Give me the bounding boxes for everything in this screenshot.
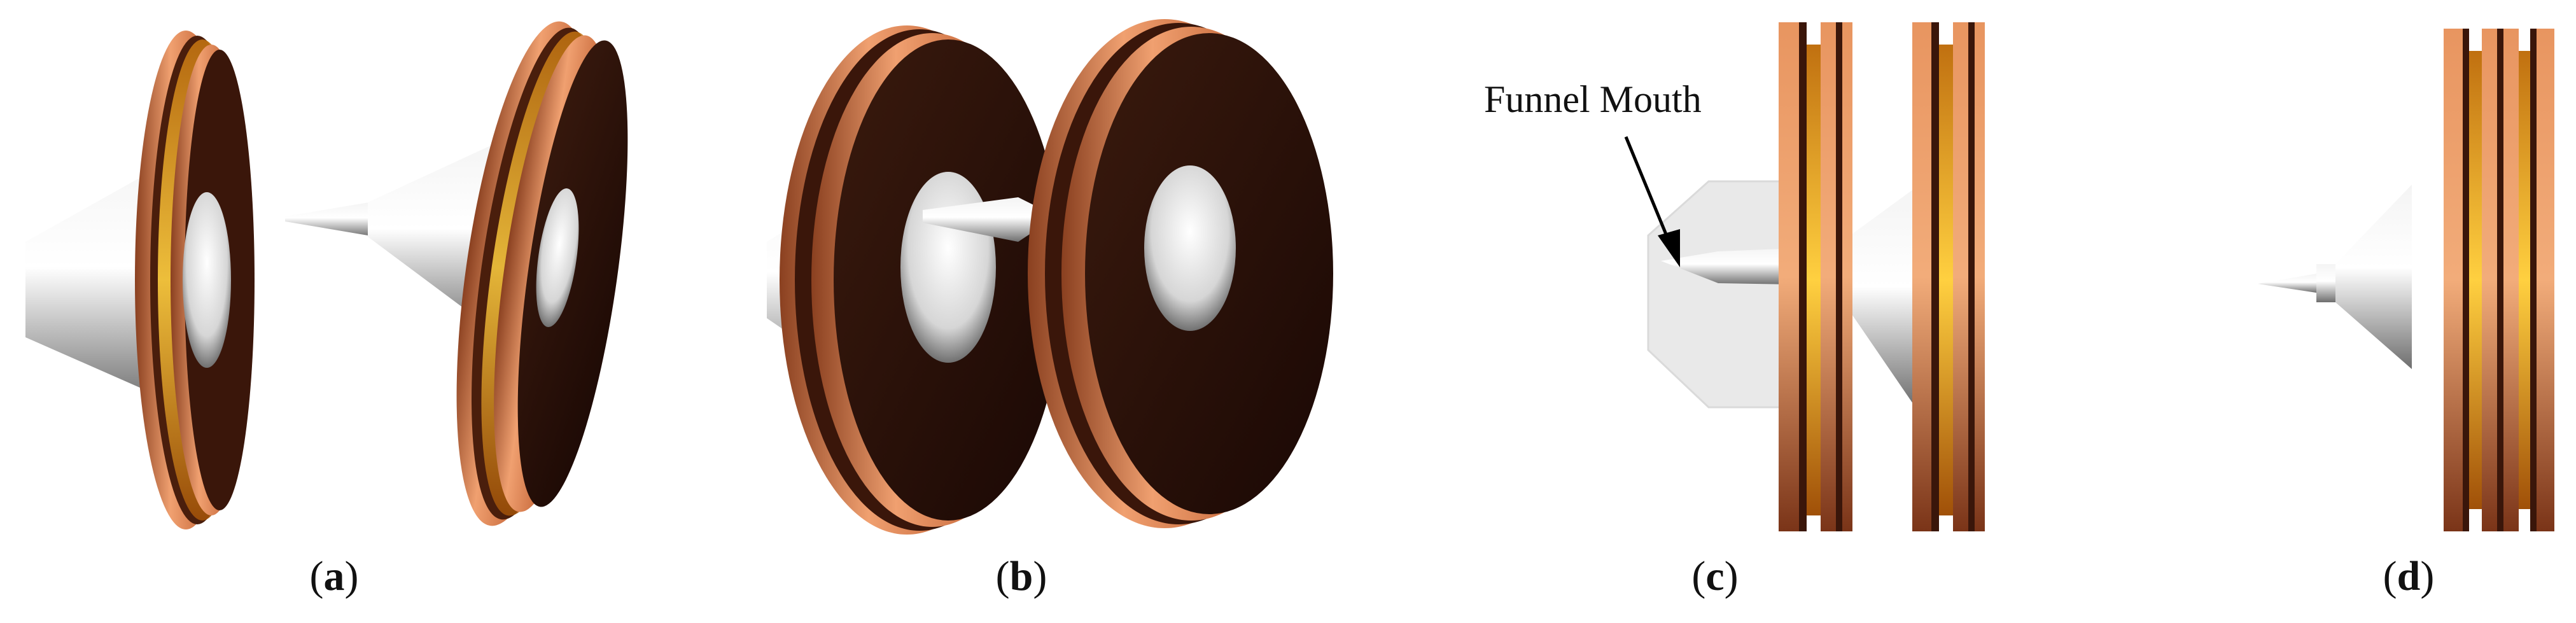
- panel-d-tip: [2258, 274, 2316, 293]
- panel-b-illustration: [767, 19, 1333, 535]
- panel-label-c: (c): [1691, 553, 1739, 599]
- panel-label-d: (d): [2383, 553, 2435, 599]
- panel-d-illustration: [2258, 29, 2554, 531]
- panel-label-b: (b): [995, 553, 1047, 599]
- panel-b-right-disk: [1028, 19, 1333, 528]
- panel-c-left-disk: [1779, 22, 1852, 531]
- panel-b-left-disk: [780, 25, 1063, 535]
- panel-label-a: (a): [309, 553, 359, 599]
- panel-a-right-bore: [536, 188, 579, 328]
- panel-c-illustration: [1624, 22, 1985, 531]
- panel-a-right-disk: [456, 21, 628, 526]
- panel-a-illustration: [25, 21, 628, 529]
- panel-c-right-disk: [1912, 22, 1985, 531]
- panel-c-cone: [1833, 188, 1915, 407]
- panel-b-right-bore: [1144, 165, 1236, 331]
- panel-d-collar: [2316, 264, 2335, 302]
- panel-d-disk-stack: [2444, 29, 2554, 531]
- panel-d-cone: [2335, 185, 2412, 369]
- funnel-mouth-arrow-head: [1658, 229, 1680, 267]
- panel-c-translucent-shell: [1647, 180, 1783, 409]
- funnel-mouth-label: Funnel Mouth: [1484, 78, 1702, 120]
- funnel-mouth-arrow-line: [1624, 136, 1672, 246]
- panel-b-rod: [923, 197, 1056, 242]
- panel-a-left-bore: [183, 192, 231, 368]
- panel-b-left-bore: [900, 172, 996, 363]
- panel-a-left-disk: [135, 31, 255, 529]
- panel-a-rod: [285, 202, 375, 237]
